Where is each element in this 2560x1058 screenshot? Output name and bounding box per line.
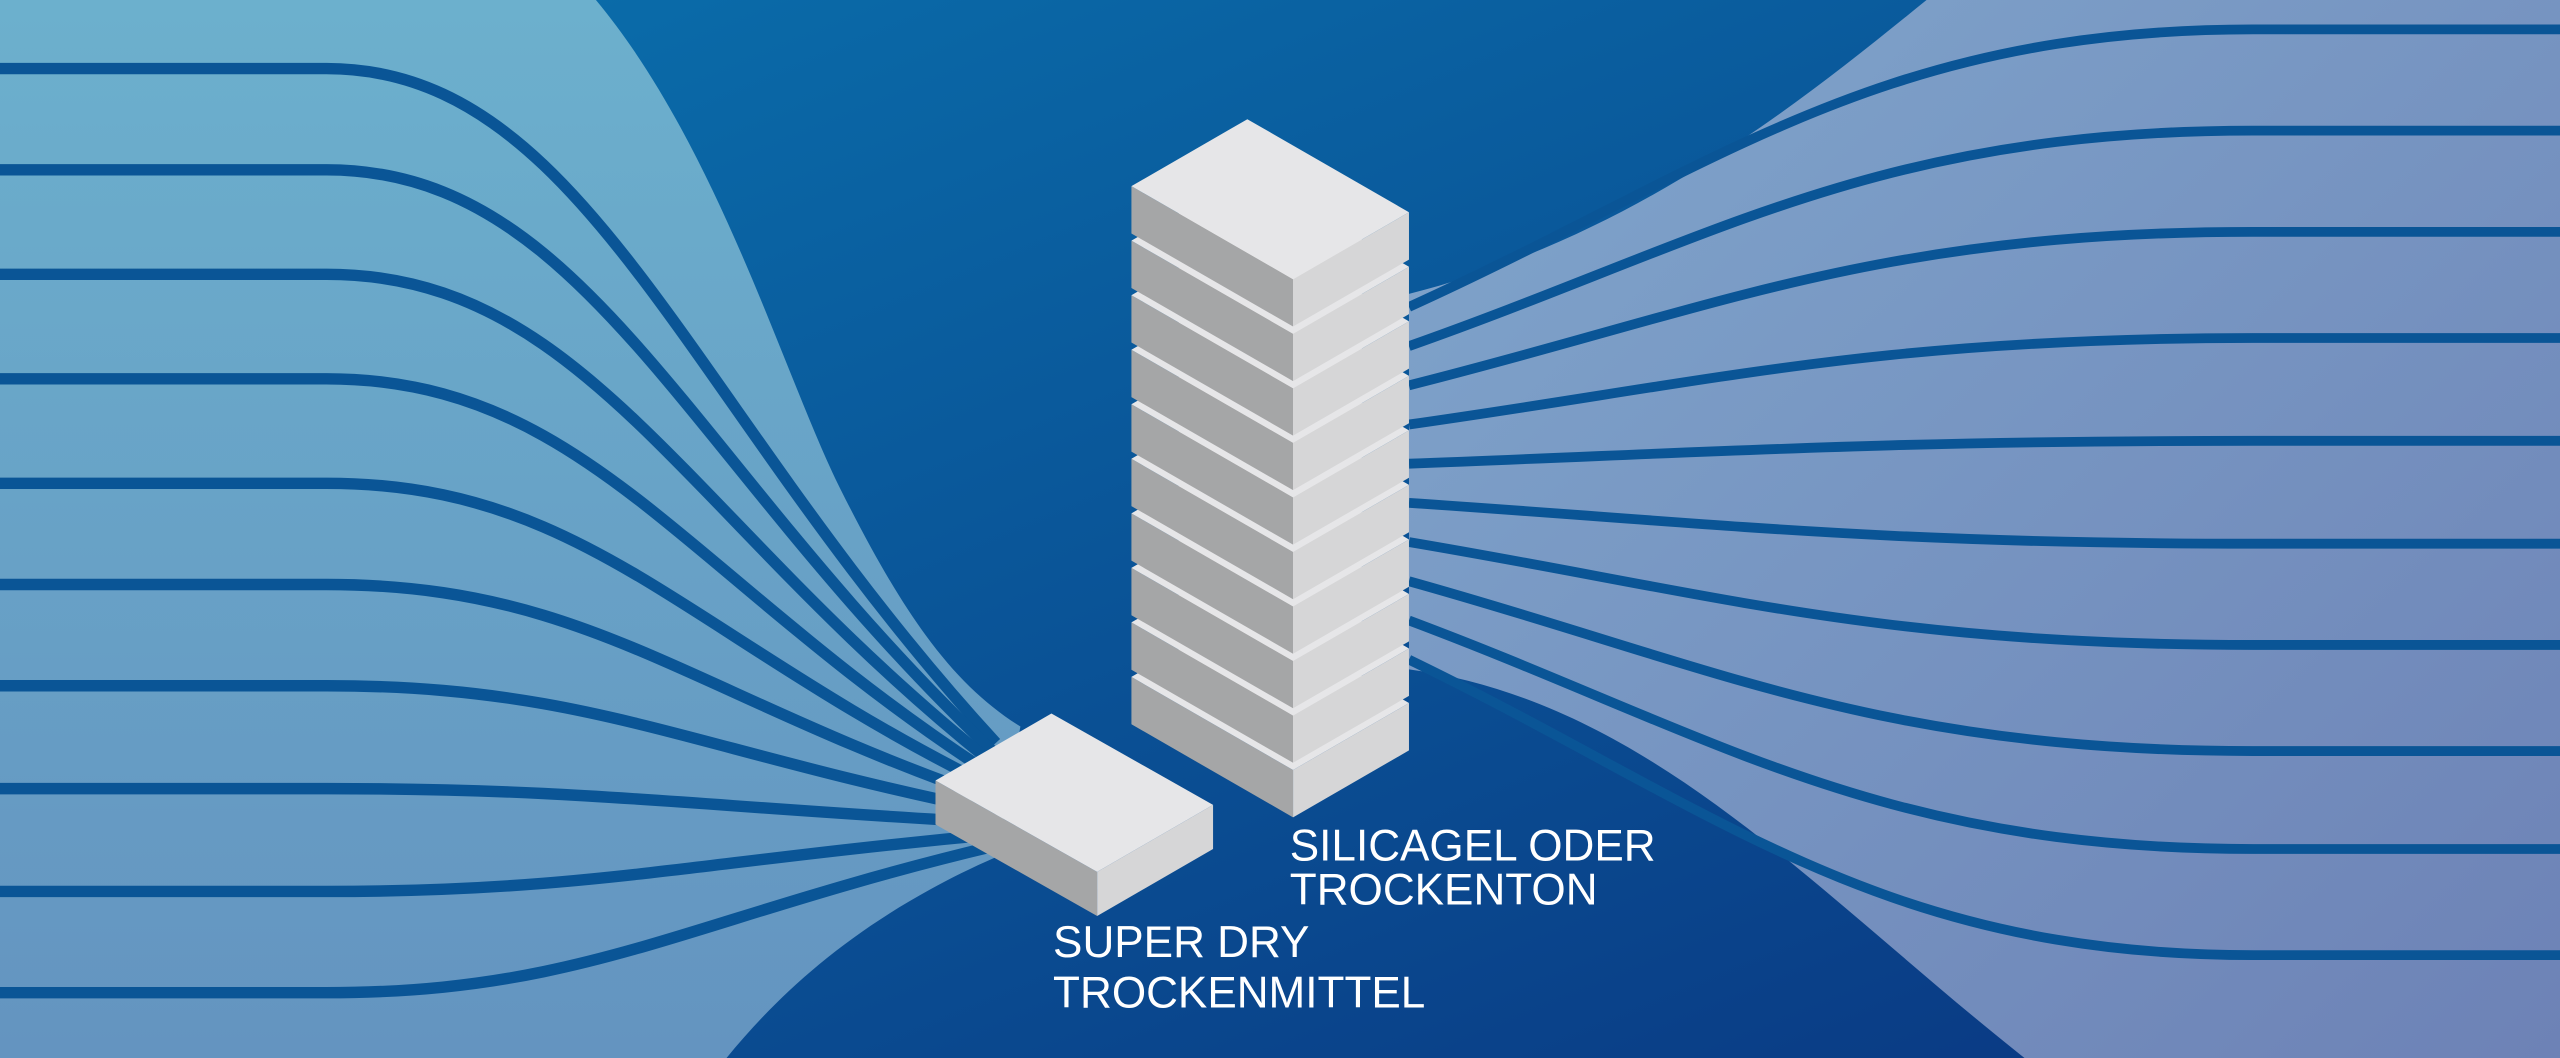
slab-right-face [1293,375,1409,491]
silicagel-label-line1: SILICAGEL ODER [1290,821,1656,870]
slab-right-face [1293,430,1409,545]
silicagel-slab [1131,119,1409,327]
flow-stripe [1407,576,2560,756]
slab-right-face [1293,593,1409,709]
flow-stripe [1407,615,2560,854]
slab-left-face [1131,622,1294,763]
flow-stripe [0,828,997,898]
silicagel-block-stack [1131,119,1409,818]
right-flow-stripes [1406,24,2560,961]
flow-stripe [0,782,997,829]
flow-stripe [0,373,1000,782]
slab-left-face [1131,404,1294,545]
flow-stripe [1407,125,2560,351]
slab-left-face [1131,240,1294,382]
slab-top-face [1131,119,1409,280]
super-dry-block-top-face [935,713,1214,872]
super-dry-block-left-face [935,780,1098,916]
silicagel-label-line2: TROCKENTON [1290,866,1598,915]
slab-right-face [1293,703,1409,818]
slab-right-face [1293,212,1409,327]
flow-stripe [0,578,998,806]
slab-right-face [1293,648,1409,763]
slab-right-face [1293,484,1409,600]
slab-left-face [1131,186,1294,327]
flow-stripe [1408,537,2560,650]
flow-stripe [1406,655,2560,961]
flow-stripe [1408,435,2560,469]
slab-left-face [1131,458,1294,600]
flow-stripe [0,164,1000,759]
flow-stripe [0,62,1001,747]
super-dry-label-line1: SUPER DRY [1053,918,1309,967]
left-flow-stripes [0,62,1001,999]
slab-left-face [1131,513,1294,654]
slab-left-face [1131,567,1294,709]
slab-left-face [1131,676,1294,818]
flow-stripe [1408,497,2560,549]
slab-left-face [1131,349,1294,491]
flow-stripe [0,840,998,999]
flow-stripe [1406,24,2560,312]
super-dry-block-right-face [1097,804,1214,916]
flow-stripe [0,680,998,818]
super-dry-label-line2: TROCKENMITTEL [1053,968,1425,1017]
super-dry-block [935,713,1214,916]
slab-right-face [1293,539,1409,654]
flow-stripe [1408,333,2560,430]
slab-right-face [1293,321,1409,436]
flow-stripe [0,268,1000,771]
right-moisture-flow [1408,0,2560,1058]
flow-stripe [1407,226,2560,391]
slab-right-face [1293,266,1409,382]
flow-stripe [0,477,999,794]
slab-left-face [1131,295,1294,436]
